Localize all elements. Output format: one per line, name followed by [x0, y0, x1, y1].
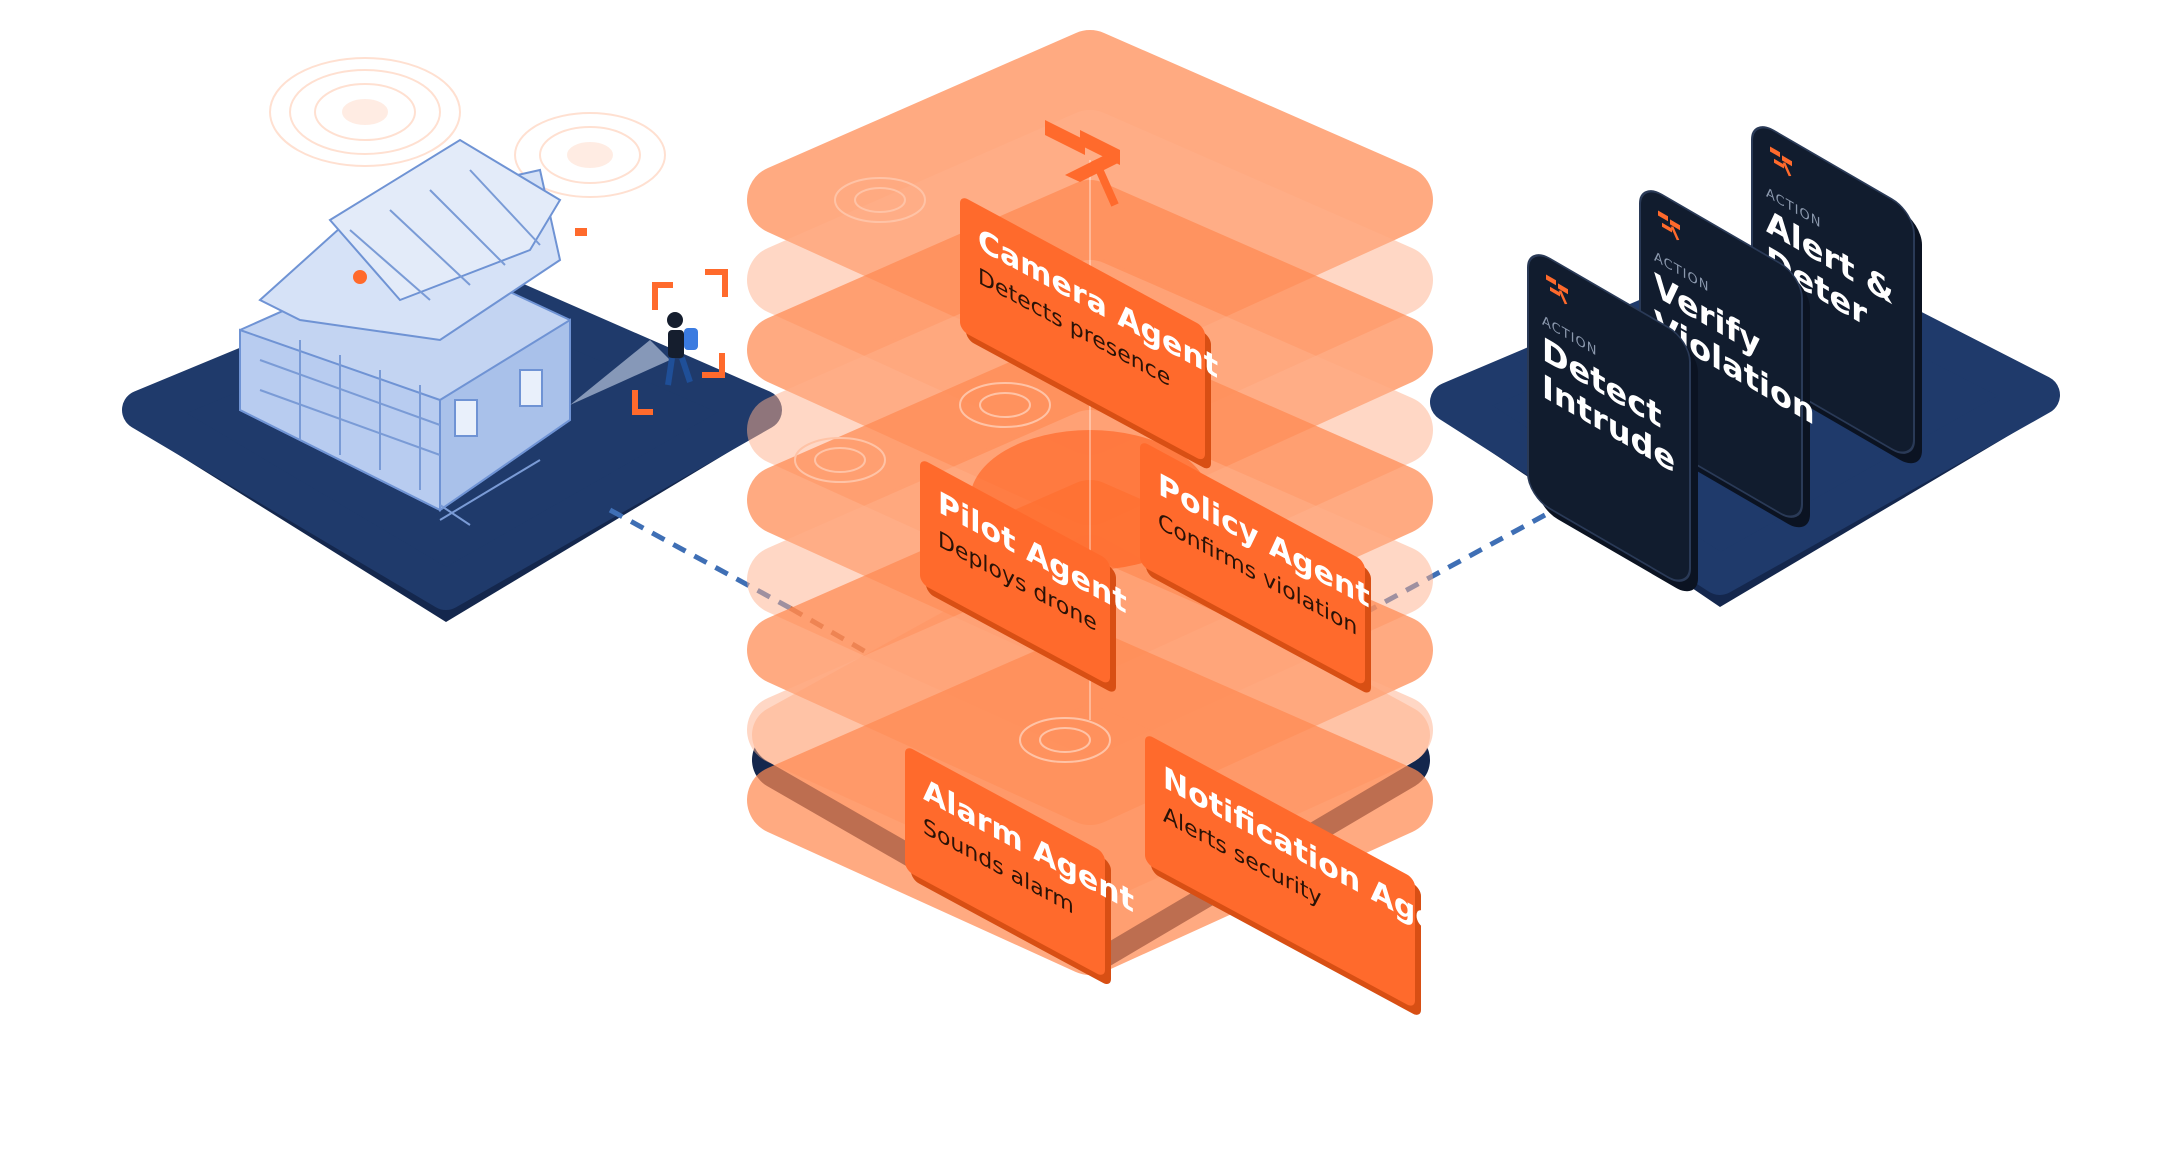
- agent-stack: [747, 30, 1433, 975]
- agent-card-face: [1140, 443, 1365, 684]
- signal-rings-left: [269, 57, 666, 198]
- agent-card-face: [920, 461, 1110, 683]
- logo-icon: [1546, 274, 1568, 305]
- ripple-icon: [1019, 717, 1111, 763]
- agent-card-face: [1145, 736, 1415, 1006]
- logo-icon: [1045, 120, 1120, 207]
- logo-icon: [1658, 210, 1680, 241]
- ripple-icon: [794, 437, 886, 483]
- ripple-icon: [834, 177, 926, 223]
- agent-card-face: [905, 748, 1105, 975]
- house-under-construction: [239, 138, 587, 526]
- action-card-face: [1527, 254, 1691, 582]
- intruder-icon: [667, 312, 683, 328]
- ripple-icon: [959, 382, 1051, 428]
- logo-icon: [1770, 146, 1792, 177]
- agent-card-face: [960, 198, 1205, 460]
- intruder-detection: [570, 269, 728, 415]
